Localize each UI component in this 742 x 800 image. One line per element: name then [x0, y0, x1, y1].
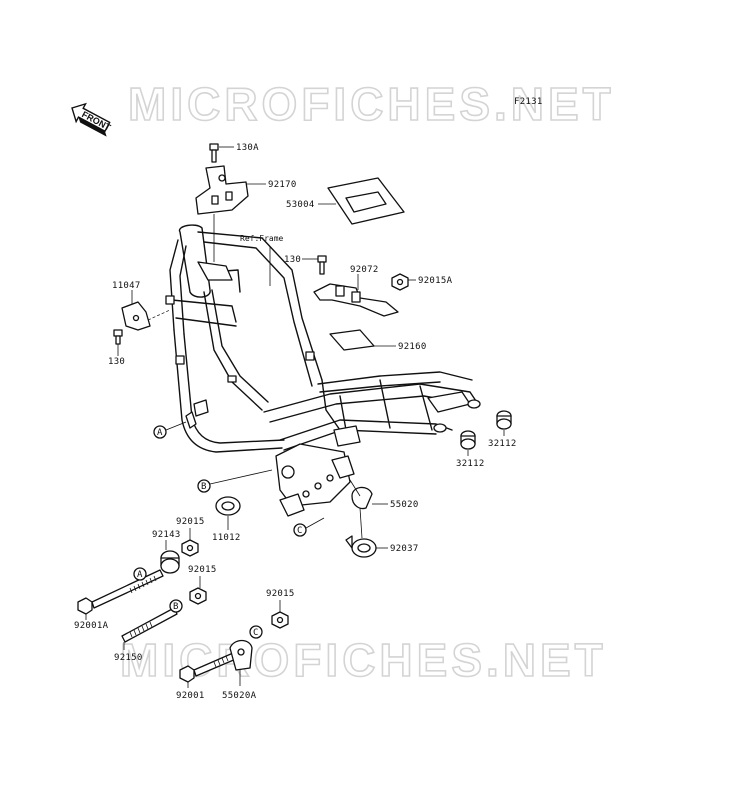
plate-hole-3 [302, 490, 310, 498]
label-92015-2: 92015 [188, 565, 217, 575]
top-rail-right [197, 231, 323, 381]
label-130-left: 130 [108, 357, 125, 367]
callout-C-frame [293, 523, 307, 537]
svg-text:B: B [201, 482, 207, 492]
watermark-bottom: MICROFICHES.NET [120, 634, 607, 686]
label-92015A: 92015A [418, 276, 453, 286]
nut-92015-2[interactable] [189, 587, 207, 605]
grommet-32112-left[interactable] [460, 430, 476, 450]
nut-92015A[interactable] [391, 273, 409, 291]
clamp-92037[interactable] [345, 535, 377, 558]
plate-92160[interactable] [329, 329, 375, 351]
bolt-92001A[interactable] [77, 569, 164, 615]
bolt-92001[interactable] [179, 649, 244, 683]
grommet-11012[interactable] [215, 496, 241, 516]
rear-upright-2 [339, 395, 347, 431]
callout-B-bolt [169, 599, 183, 613]
label-92001: 92001 [176, 691, 205, 701]
rear-cross-1 [379, 379, 391, 429]
svg-text:A: A [157, 428, 163, 438]
grommet-32112-right[interactable] [496, 410, 512, 430]
figure-code: F2131 [514, 97, 543, 107]
footrest-lug [331, 455, 355, 479]
front-arrow-icon: FRONT [71, 102, 113, 137]
cross-brace-upper [171, 299, 237, 323]
clamp-55020[interactable] [351, 486, 373, 510]
frame-bracket-a [193, 399, 209, 417]
label-11047: 11047 [112, 281, 141, 291]
svg-text:B: B [173, 602, 179, 612]
plate-hole-2 [326, 474, 334, 482]
frame-pin-a [185, 411, 197, 429]
bracket-92072[interactable] [313, 283, 399, 317]
rear-cross-2 [419, 385, 433, 431]
pivot-hole [281, 465, 295, 479]
down-tube-mid [203, 291, 263, 411]
label-130A: 130A [236, 143, 259, 153]
bolt-130-left[interactable] [113, 329, 123, 345]
bolt-130A[interactable] [209, 143, 219, 163]
cross-brace-upper-inner [175, 317, 237, 327]
label-92001A: 92001A [74, 621, 109, 631]
callout-B-frame [197, 479, 211, 493]
callout-A-frame [153, 425, 167, 439]
down-tube-left-inner [183, 333, 285, 444]
label-32112-left: 32112 [456, 459, 485, 469]
nut-92015-3[interactable] [271, 611, 289, 629]
nut-92015-1[interactable] [181, 539, 199, 557]
rear-rail-upper [317, 371, 473, 385]
svg-text:C: C [297, 526, 303, 536]
battery-tray-lug [333, 425, 361, 447]
down-tube-mid-inner [211, 289, 269, 403]
swingarm-pivot-plate [275, 443, 351, 507]
svg-text:C: C [253, 628, 259, 638]
down-tube-left-upper-inner [179, 245, 187, 335]
steering-head-tube [178, 224, 211, 298]
label-92037: 92037 [390, 544, 419, 554]
label-55020: 55020 [390, 500, 419, 510]
frame-lug-4 [305, 351, 315, 361]
down-tube-left [173, 329, 283, 453]
collar-92143[interactable] [160, 550, 180, 574]
label-11012: 11012 [212, 533, 241, 543]
label-130-upper: 130 [284, 255, 301, 265]
bolt-130-upper[interactable] [317, 255, 327, 275]
label-92143: 92143 [152, 530, 181, 540]
down-tube-left-upper [169, 239, 179, 331]
frame-lug-3 [227, 375, 237, 383]
rear-mount-lug-left [433, 423, 447, 433]
pad-53004[interactable] [327, 177, 405, 225]
rear-mount-lug-right [467, 399, 481, 409]
frame-lug-1 [165, 295, 175, 305]
label-32112-right: 32112 [488, 439, 517, 449]
label-92150: 92150 [114, 653, 143, 663]
label-92015-3: 92015 [266, 589, 295, 599]
callout-A-bolt [133, 567, 147, 581]
callout-C-bolt [249, 625, 263, 639]
watermark-top: MICROFICHES.NET [128, 78, 615, 130]
plate-hole-1 [314, 482, 322, 490]
rear-upright [321, 379, 341, 431]
rear-subframe [279, 419, 453, 441]
lower-mount-lug [279, 493, 305, 517]
label-ref-frame: Ref.Frame [240, 234, 284, 243]
label-92015-1: 92015 [176, 517, 205, 527]
label-92160: 92160 [398, 342, 427, 352]
bracket-11047[interactable] [121, 301, 151, 331]
bracket-92170[interactable] [195, 165, 249, 215]
rear-rail-upper-inner [319, 381, 441, 393]
label-53004: 53004 [286, 200, 315, 210]
rear-end-bracket [427, 391, 471, 413]
top-rail-right-inner [203, 241, 313, 387]
label-92072: 92072 [350, 265, 379, 275]
label-55020A: 55020A [222, 691, 257, 701]
frame-lug-2 [175, 355, 185, 365]
label-92170: 92170 [268, 180, 297, 190]
bolt-92150[interactable] [121, 607, 178, 643]
svg-text:A: A [137, 570, 143, 580]
head-gusset [197, 261, 233, 281]
clamp-55020A[interactable] [229, 639, 253, 671]
